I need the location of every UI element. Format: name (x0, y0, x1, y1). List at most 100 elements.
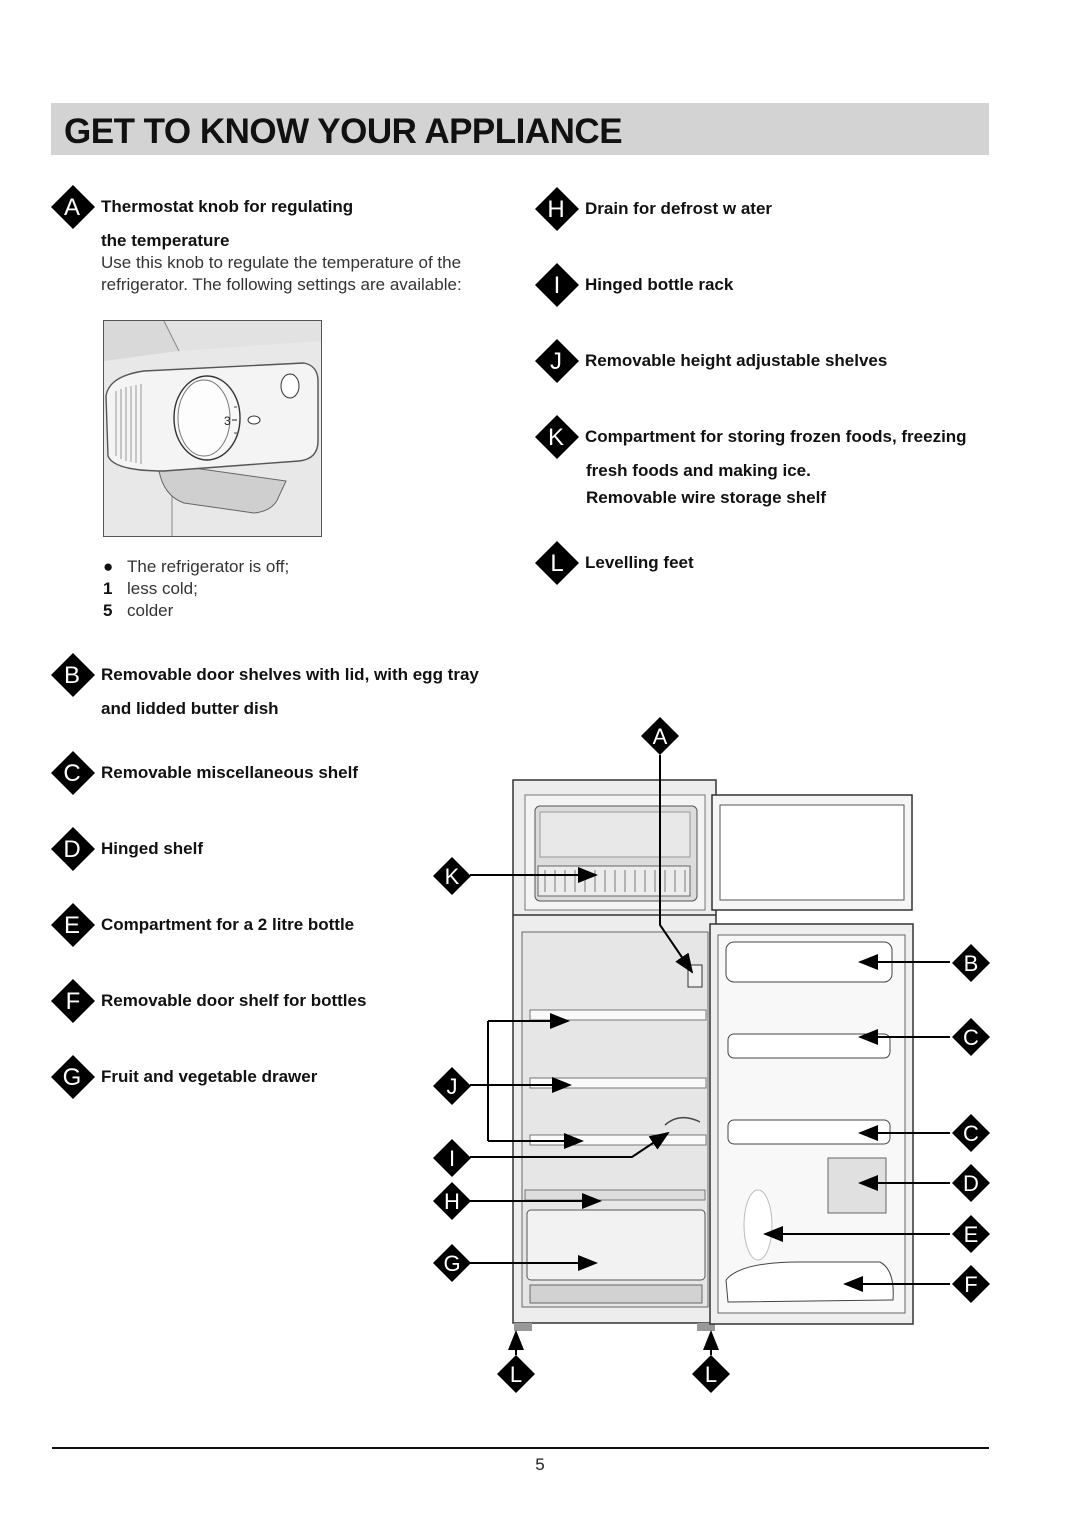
diagram-badge-c-lower: C (952, 1114, 990, 1152)
item-j: J Removable height adjustable shelves (535, 339, 985, 383)
item-c: C Removable miscellaneous shelf (51, 751, 451, 795)
item-d: D Hinged shelf (51, 827, 411, 871)
svg-text:C: C (63, 760, 80, 787)
item-j-label: Removable height adjustable shelves (585, 351, 888, 370)
setting-5-key: 5 (103, 601, 113, 620)
diagram-badge-b: B (952, 944, 990, 982)
diagram-badge-a: A (641, 717, 679, 755)
svg-text:B: B (64, 662, 80, 689)
page-number: 5 (535, 1455, 545, 1474)
diamond-badge-e: E (51, 903, 95, 947)
page-title: GET TO KNOW YOUR APPLIANCE (64, 112, 623, 151)
item-h-label: Drain for defrost w ater (585, 199, 773, 218)
svg-text:E: E (64, 912, 80, 939)
diagram-badge-e: E (952, 1215, 990, 1253)
diamond-badge-f: F (51, 979, 95, 1023)
item-k: K Compartment for storing frozen foods, … (535, 415, 995, 515)
svg-text:K: K (548, 424, 564, 451)
item-k-label-shelf: Removable wire storage shelf (586, 488, 826, 507)
item-g: G Fruit and vegetable drawer (51, 1055, 431, 1099)
svg-text:L: L (705, 1362, 717, 1387)
svg-text:C: C (963, 1121, 979, 1146)
item-a-label-cont: the temperature (101, 231, 230, 250)
diamond-badge-i: I (535, 263, 579, 307)
setting-5-text: colder (127, 601, 174, 620)
diagram-badge-j: J (433, 1067, 471, 1105)
thermostat-drawing: 3 (104, 321, 321, 536)
diamond-badge-k: K (535, 415, 579, 459)
diamond-badge-j: J (535, 339, 579, 383)
setting-1-key: 1 (103, 579, 113, 598)
svg-text:D: D (63, 836, 80, 863)
setting-1-text: less cold; (127, 579, 198, 598)
svg-text:A: A (64, 194, 80, 221)
item-a: A Thermostat knob for regulating the tem… (51, 185, 511, 305)
setting-off-key: ● (103, 557, 114, 576)
setting-1: 1 less cold; (103, 579, 198, 599)
item-i-label: Hinged bottle rack (585, 275, 734, 294)
svg-text:I: I (554, 272, 561, 299)
setting-off: ● The refrigerator is off; (103, 557, 289, 577)
item-l-label: Levelling feet (585, 553, 694, 572)
item-k-label-cont: fresh foods and making ice. (586, 461, 811, 480)
svg-text:3: 3 (224, 414, 231, 428)
svg-text:H: H (444, 1189, 460, 1214)
svg-text:K: K (445, 864, 460, 889)
svg-text:J: J (550, 348, 562, 375)
item-g-label: Fruit and vegetable drawer (101, 1067, 318, 1086)
item-b-label-cont: and lidded butter dish (101, 699, 279, 718)
item-a-label: Thermostat knob for regulating (101, 197, 354, 216)
diagram-badge-l-left: L (497, 1355, 535, 1393)
svg-text:I: I (449, 1146, 455, 1171)
item-h: H Drain for defrost w ater (535, 187, 985, 231)
fridge-cabinet (512, 779, 717, 1331)
svg-text:F: F (66, 988, 81, 1015)
item-a-description-2: refrigerator. The following settings are… (101, 275, 462, 294)
item-k-label: Compartment for storing frozen foods, fr… (585, 427, 967, 446)
footer-rule (52, 1447, 989, 1449)
item-c-label: Removable miscellaneous shelf (101, 763, 358, 782)
svg-text:F: F (964, 1272, 977, 1297)
svg-text:G: G (63, 1064, 82, 1091)
svg-text:G: G (443, 1251, 460, 1276)
item-f-label: Removable door shelf for bottles (101, 991, 367, 1010)
diagram-badge-l-right: L (692, 1355, 730, 1393)
svg-text:L: L (510, 1362, 522, 1387)
svg-text:C: C (963, 1025, 979, 1050)
diagram-badge-g: G (433, 1244, 471, 1282)
title-bar: GET TO KNOW YOUR APPLIANCE (51, 103, 989, 155)
diamond-badge-d: D (51, 827, 95, 871)
diamond-badge-a: A (51, 185, 95, 229)
diagram-badge-d: D (952, 1164, 990, 1202)
item-e: E Compartment for a 2 litre bottle (51, 903, 431, 947)
diagram-badge-k: K (433, 857, 471, 895)
item-i: I Hinged bottle rack (535, 263, 985, 307)
item-f: F Removable door shelf for bottles (51, 979, 431, 1023)
setting-off-text: The refrigerator is off; (127, 557, 290, 576)
diagram-badge-h: H (433, 1182, 471, 1220)
diamond-badge-b: B (51, 653, 95, 697)
svg-text:A: A (653, 724, 668, 749)
item-e-label: Compartment for a 2 litre bottle (101, 915, 355, 934)
item-b: B Removable door shelves with lid, with … (51, 653, 521, 733)
diagram-badge-i: I (433, 1139, 471, 1177)
item-l: L Levelling feet (535, 541, 985, 585)
diamond-badge-g: G (51, 1055, 95, 1099)
setting-5: 5 colder (103, 601, 173, 621)
diagram-badge-f: F (952, 1265, 990, 1303)
diamond-badge-c: C (51, 751, 95, 795)
thermostat-knob-illustration: 3 (103, 320, 322, 537)
diamond-badge-l: L (535, 541, 579, 585)
diamond-badge-h: H (535, 187, 579, 231)
item-d-label: Hinged shelf (101, 839, 204, 858)
svg-text:H: H (547, 196, 564, 223)
fridge-diagram: A K B C J C I D H E G F L L (433, 717, 990, 1393)
svg-text:L: L (550, 550, 563, 577)
svg-text:D: D (963, 1171, 979, 1196)
item-a-description-1: Use this knob to regulate the temperatur… (101, 253, 462, 272)
diagram-badge-c-upper: C (952, 1018, 990, 1056)
item-b-label: Removable door shelves with lid, with eg… (101, 665, 479, 684)
fridge-doors (709, 794, 914, 1325)
svg-text:J: J (447, 1074, 458, 1099)
svg-text:E: E (964, 1222, 979, 1247)
